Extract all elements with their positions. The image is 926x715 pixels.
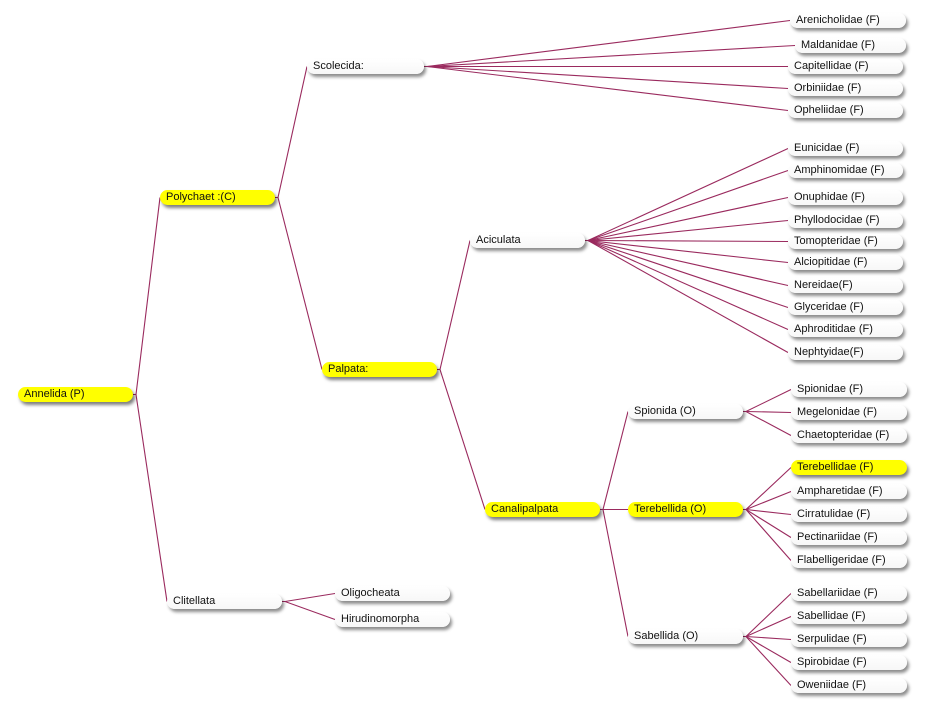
- edge-aciculata-tomopteridae: [585, 239, 789, 243]
- edge-canalipalpata-spionida: [600, 411, 629, 511]
- node-spirobidae[interactable]: Spirobidae (F): [791, 655, 907, 670]
- node-aciculata[interactable]: Aciculata: [470, 233, 585, 248]
- node-sabellida[interactable]: Sabellida (O): [628, 629, 743, 644]
- node-glyceridae[interactable]: Glyceridae (F): [788, 300, 903, 315]
- node-tomopteridae[interactable]: Tomopteridae (F): [788, 234, 903, 249]
- edge-canalipalpata-sabellida: [600, 508, 629, 637]
- edge-clitellata-oligocheata: [282, 592, 336, 603]
- node-annelida[interactable]: Annelida (P): [18, 387, 133, 402]
- node-maldanidae[interactable]: Maldanidae (F): [795, 38, 906, 53]
- edge-polychaet-palpata: [275, 196, 323, 370]
- node-clitellata[interactable]: Clitellata: [167, 594, 282, 609]
- edge-aciculata-nephtyidae: [585, 239, 789, 353]
- edge-sabellida-sabellidae: [743, 615, 792, 638]
- node-terebellida[interactable]: Terebellida (O): [628, 502, 743, 517]
- edge-palpata-canalipalpata: [437, 368, 486, 510]
- edge-aciculata-aphroditidae: [585, 239, 789, 331]
- node-hirudinomorpha[interactable]: Hirudinomorpha: [335, 612, 450, 627]
- node-nereidae[interactable]: Nereidae(F): [788, 278, 903, 293]
- edge-spionida-chaetopteridae: [743, 410, 792, 436]
- node-oweniidae[interactable]: Oweniidae (F): [791, 678, 907, 693]
- node-oligocheata[interactable]: Oligocheata: [335, 586, 450, 601]
- edge-aciculata-eunicidae: [585, 148, 789, 242]
- node-eunicidae[interactable]: Eunicidae (F): [788, 141, 903, 156]
- node-canalipalpata[interactable]: Canalipalpata: [485, 502, 600, 517]
- node-amphinomidae[interactable]: Amphinomidae (F): [788, 163, 903, 178]
- node-onuphidae[interactable]: Onuphidae (F): [788, 190, 903, 205]
- node-cirratulidae[interactable]: Cirratulidae (F): [791, 507, 907, 522]
- edge-scolecida-orbiniidae: [424, 65, 789, 90]
- edge-terebellida-ampharetidae: [743, 490, 792, 511]
- node-pectinariidae[interactable]: Pectinariidae (F): [791, 530, 907, 545]
- node-polychaet[interactable]: Polychaet :(C): [160, 190, 275, 205]
- node-sabellidae[interactable]: Sabellidae (F): [791, 609, 907, 624]
- node-chaetopteridae[interactable]: Chaetopteridae (F): [791, 428, 907, 443]
- node-spionida[interactable]: Spionida (O): [628, 404, 743, 419]
- edge-spionida-megelonidae: [743, 410, 792, 414]
- edge-sabellida-sabellariidae: [743, 593, 792, 638]
- edge-scolecida-maldanidae: [424, 44, 796, 68]
- node-orbiniidae[interactable]: Orbiniidae (F): [788, 81, 903, 96]
- node-palpata[interactable]: Palpata:: [322, 362, 437, 377]
- node-nephtyidae[interactable]: Nephtyidae(F): [788, 345, 903, 360]
- node-arenicholidae[interactable]: Arenicholidae (F): [790, 13, 906, 28]
- node-opheliidae[interactable]: Opheliidae (F): [788, 103, 903, 118]
- node-terebellidae[interactable]: Terebellidae (F): [791, 460, 907, 475]
- edge-aciculata-alciopitidae: [585, 239, 789, 264]
- node-capitellidae[interactable]: Capitellidae (F): [788, 59, 903, 74]
- node-flabelligeridae[interactable]: Flabelligeridae (F): [791, 553, 907, 568]
- edge-annelida-polychaet: [133, 197, 161, 396]
- node-sabellariidae[interactable]: Sabellariidae (F): [791, 586, 907, 601]
- edge-sabellida-oweniidae: [743, 635, 792, 686]
- edge-aciculata-amphinomidae: [585, 169, 789, 242]
- edge-annelida-clitellata: [133, 393, 168, 602]
- node-megelonidae[interactable]: Megelonidae (F): [791, 405, 907, 420]
- node-aphroditidae[interactable]: Aphroditidae (F): [788, 322, 903, 337]
- edge-aciculata-onuphidae: [585, 196, 789, 242]
- edge-terebellida-flabelligeridae: [743, 508, 792, 561]
- edge-polychaet-scolecida: [275, 66, 308, 199]
- node-alciopitidae[interactable]: Alciopitidae (F): [788, 255, 903, 270]
- node-serpulidae[interactable]: Serpulidae (F): [791, 632, 907, 647]
- edge-palpata-aciculata: [437, 240, 471, 371]
- edge-terebellida-terebellidae: [743, 467, 792, 511]
- edge-scolecida-opheliidae: [424, 65, 789, 112]
- edge-aciculata-glyceridae: [585, 239, 789, 309]
- edge-clitellata-hirudinomorpha: [282, 600, 336, 621]
- edge-aciculata-nereidae: [585, 239, 789, 287]
- edge-scolecida-arenicholidae: [424, 19, 791, 68]
- node-spionidae[interactable]: Spionidae (F): [791, 382, 907, 397]
- node-scolecida[interactable]: Scolecida:: [307, 59, 424, 74]
- node-phyllodocidae[interactable]: Phyllodocidae (F): [788, 213, 903, 228]
- edge-spionida-spionidae: [743, 389, 792, 413]
- node-ampharetidae[interactable]: Ampharetidae (F): [791, 484, 907, 499]
